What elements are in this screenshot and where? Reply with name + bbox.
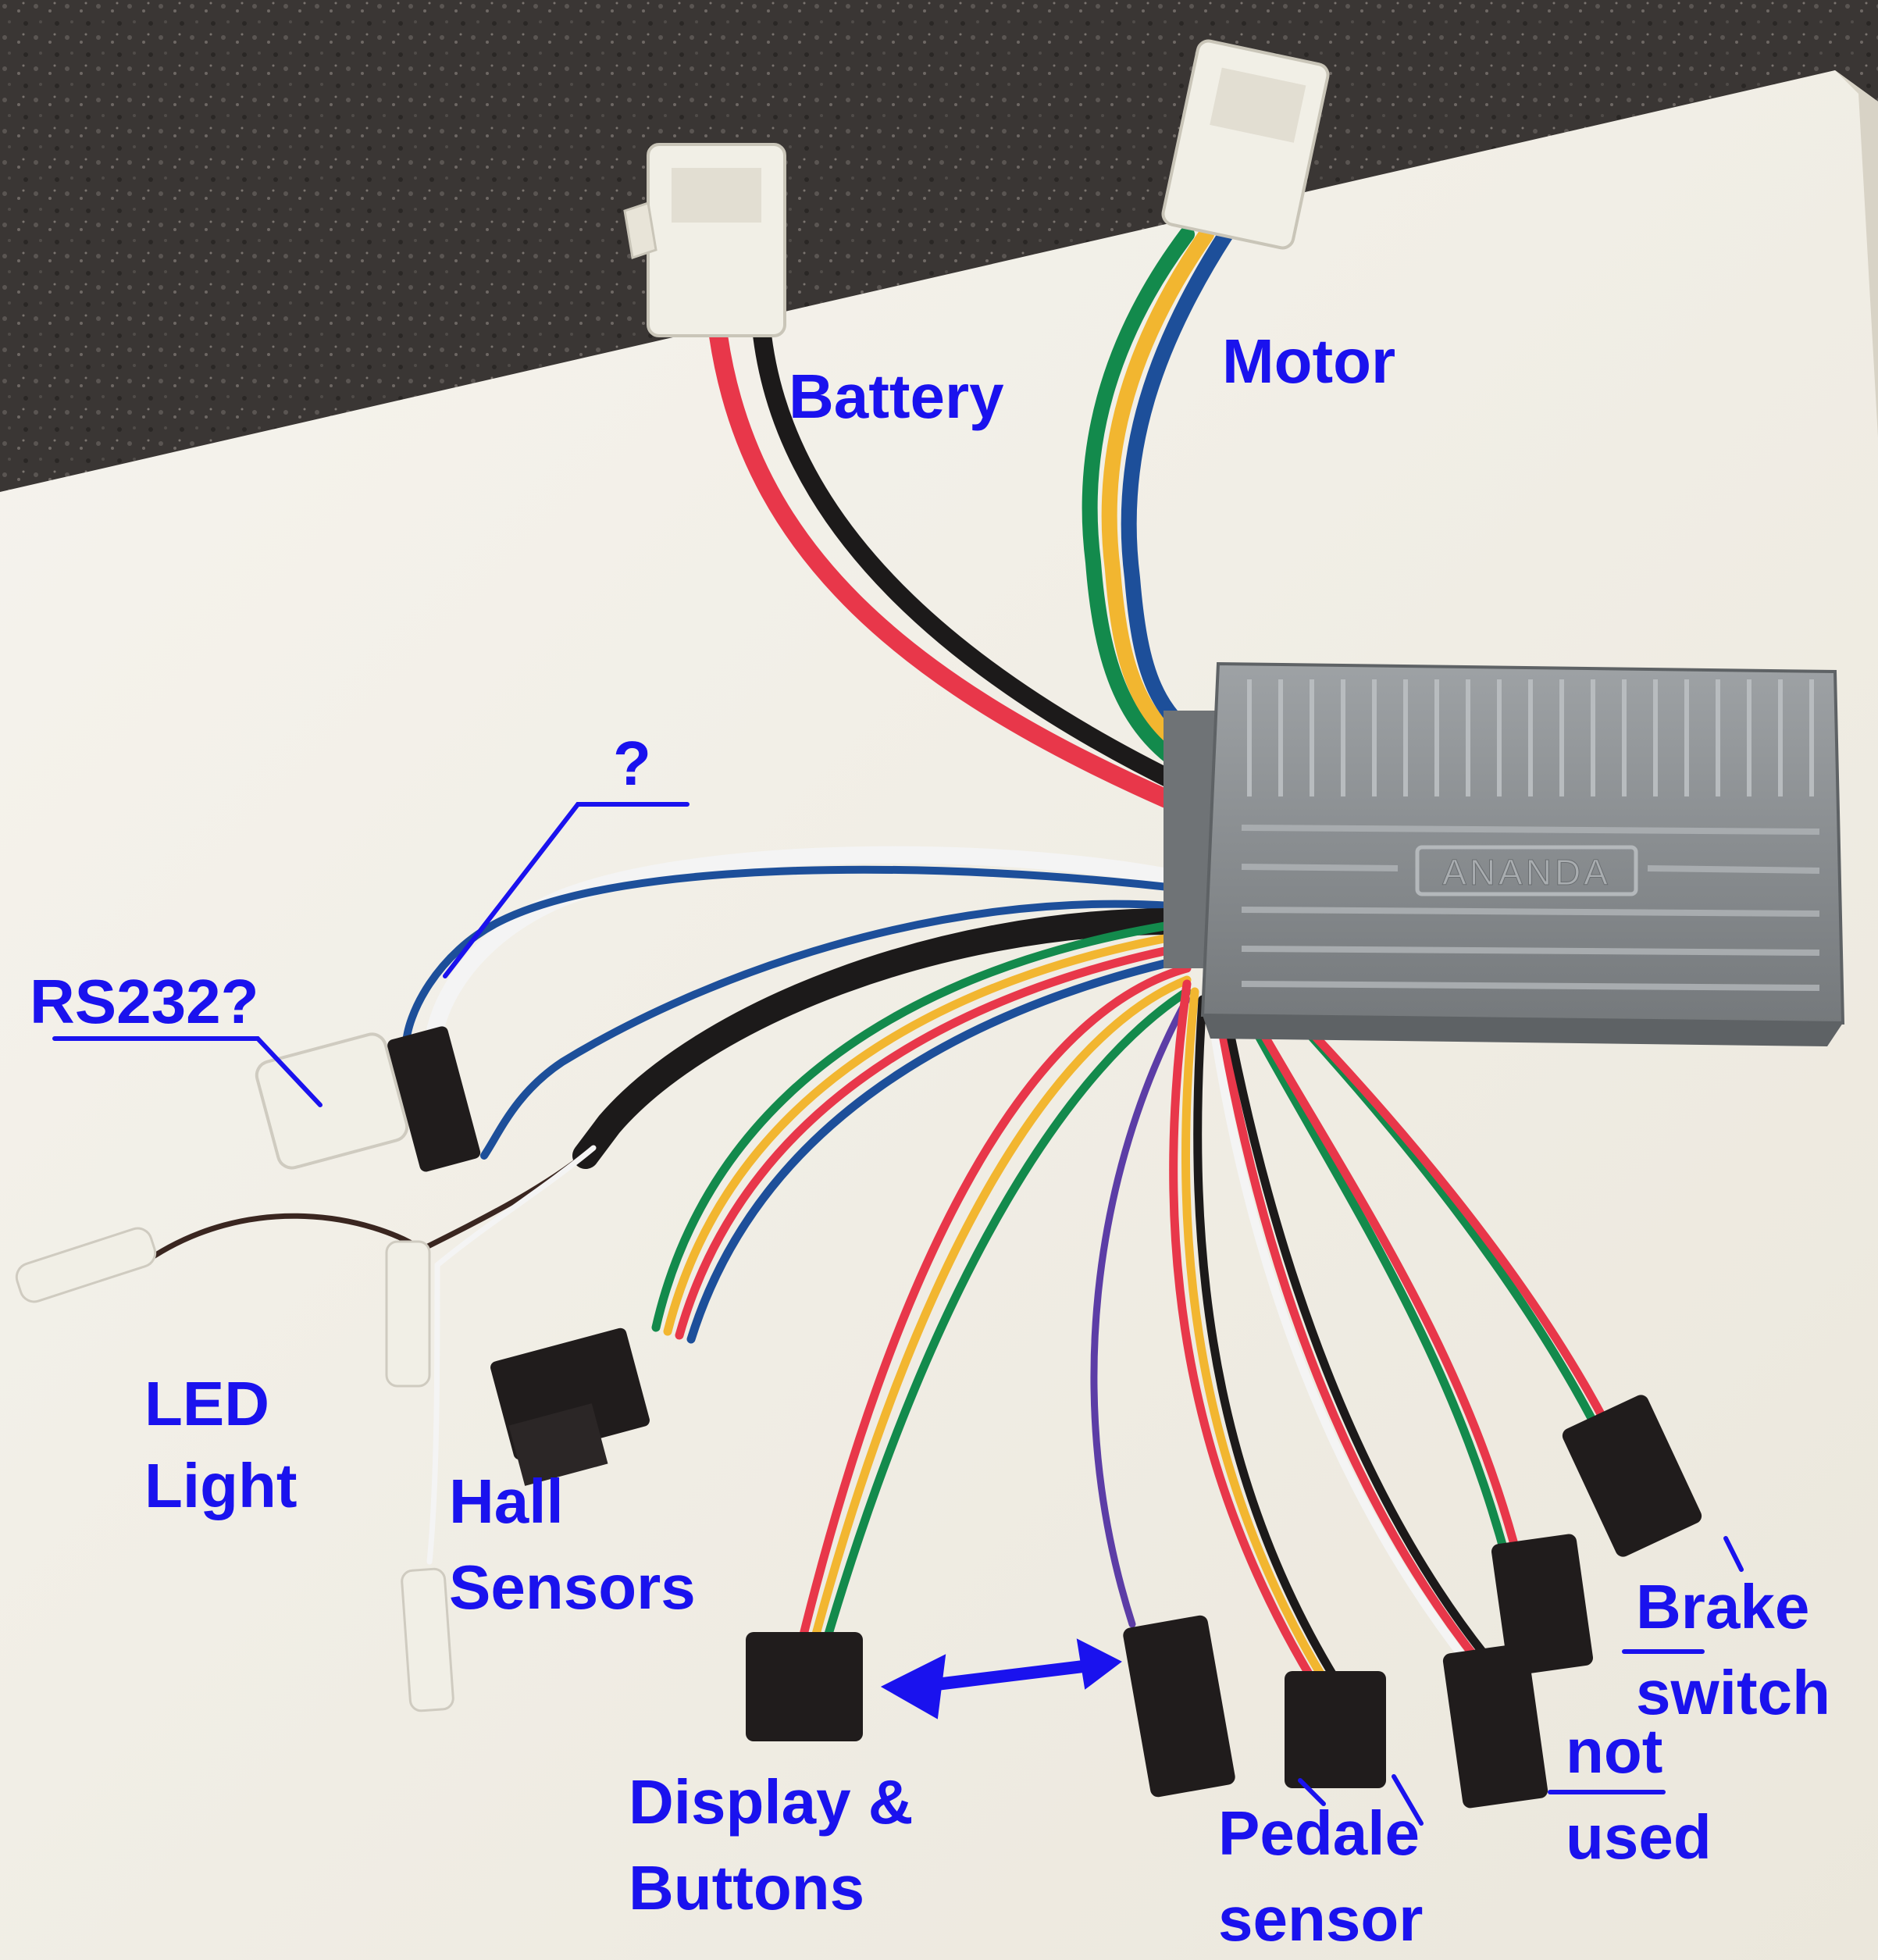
label-battery: Battery (789, 362, 1004, 431)
label-not-used-line2: used (1566, 1802, 1712, 1872)
display-connector (746, 1632, 863, 1741)
display-buttons-arrow (880, 1638, 1122, 1719)
brake-pointer-diagonal (1723, 1536, 1744, 1572)
pedale-pointer-line-right (1392, 1774, 1424, 1826)
label-hall-line1: Hall (449, 1466, 564, 1536)
brake-connector-2 (1562, 1395, 1702, 1557)
paper-shadow (1835, 70, 1878, 437)
led-connectors (15, 1227, 454, 1712)
hall-connector (490, 1327, 650, 1486)
not-used-connector (1442, 1643, 1548, 1809)
battery-wires (709, 319, 1224, 825)
unknown-pointer-line (443, 802, 690, 978)
label-rs232: RS232? (30, 967, 258, 1036)
motor-connector (1161, 39, 1330, 250)
controller-brand-text: ANANDA (1442, 852, 1611, 893)
label-motor: Motor (1222, 326, 1395, 396)
label-unknown: ? (613, 729, 651, 798)
label-display-line1: Display & (629, 1767, 914, 1837)
label-not-used-line1: not (1566, 1716, 1662, 1786)
pedale-pointer-line-left (1298, 1778, 1326, 1806)
label-led-line1: LED (144, 1369, 269, 1438)
battery-connector (623, 143, 786, 337)
labels: Battery Motor ? RS232? LED Light Hall Se… (30, 326, 1830, 1954)
lower-wires (651, 917, 1609, 1684)
label-hall-line2: Sensors (449, 1552, 696, 1622)
label-brake-line2: switch (1636, 1658, 1830, 1727)
rs232-pointer-line (52, 1036, 323, 1107)
label-pedale-line2: sensor (1218, 1884, 1423, 1954)
controller-box: ANANDA (1164, 661, 1845, 1046)
label-led-line2: Light (144, 1451, 297, 1520)
buttons-connector (1123, 1615, 1235, 1798)
pedale-connector (1285, 1671, 1386, 1788)
annotation-lines (52, 802, 1744, 1826)
label-brake-line1: Brake (1636, 1572, 1809, 1641)
label-display-line2: Buttons (629, 1853, 864, 1923)
brake-connector-1 (1491, 1534, 1594, 1676)
rs232-connector (255, 1026, 481, 1172)
left-wires (137, 846, 1203, 1565)
motor-wires (1082, 226, 1234, 781)
label-pedale-line1: Pedale (1218, 1798, 1420, 1868)
